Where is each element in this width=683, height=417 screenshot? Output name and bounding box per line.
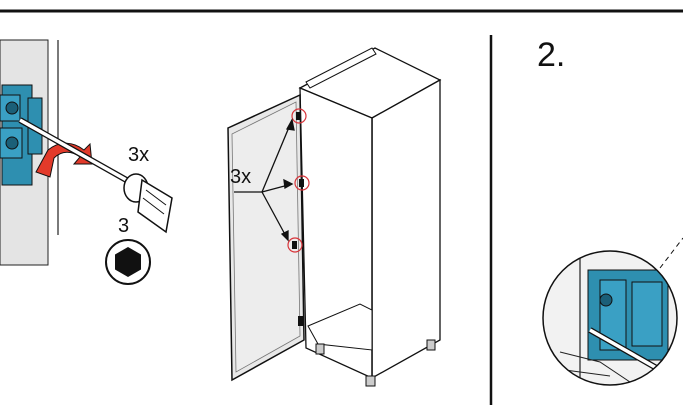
right-panel [542,237,683,386]
screw-count-label-door: 3x [230,166,252,188]
callout-arrows [234,118,295,242]
cabinet-foot [426,339,436,351]
hinge-screw-highlight [294,175,310,191]
tool-size-label: 3 [118,215,130,237]
left-panel [0,39,173,285]
hinge-screw-highlight [291,108,307,124]
center-panel [227,47,442,387]
hinge-detail-zoom-icon [543,251,677,385]
cabinet-foot [365,375,376,387]
step-number: 2. [537,36,566,74]
screw-count-label: 3x [128,144,150,166]
screwdriver-handle [123,173,173,234]
cabinet-foot [315,343,325,355]
hinge-screw-highlight [287,237,303,253]
cabinet-right-side [371,78,441,380]
